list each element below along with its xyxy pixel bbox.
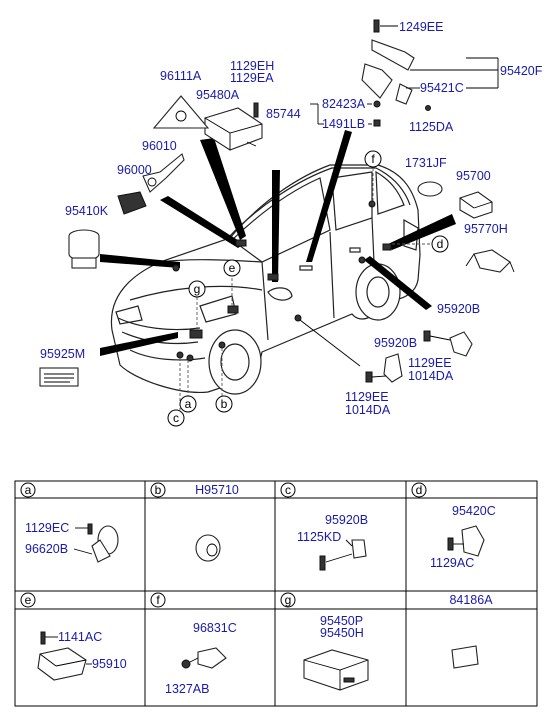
callout-95920B-center: 95920B	[374, 336, 417, 350]
callout-95700: 95700	[456, 169, 491, 183]
cell-a-part-1: 1129EC	[25, 521, 69, 535]
cell-a-part-2: 96620B	[25, 542, 68, 556]
svg-text:c: c	[173, 411, 179, 425]
cell-g-part-1: 95450P	[320, 614, 363, 628]
svg-text:e: e	[229, 261, 236, 275]
circle-letter-b: b	[215, 395, 233, 413]
cell-c-part-2: 1125KD	[297, 530, 341, 544]
key-96010	[142, 153, 185, 193]
svg-text:c: c	[285, 483, 291, 497]
callout-85744: 85744	[266, 107, 301, 121]
svg-text:a: a	[25, 483, 32, 497]
circle-letter-e: e	[223, 259, 241, 277]
table-header-b: b	[150, 482, 166, 498]
callout-1014DA-center: 1014DA	[345, 403, 391, 417]
cell-c-part-1: 95920B	[325, 513, 368, 527]
label-plate-95925M	[39, 367, 79, 387]
cell-f-parts	[181, 647, 227, 669]
callout-1129EE-right: 1129EE	[408, 356, 452, 370]
svg-text:f: f	[371, 152, 375, 166]
callout-1249EE: 1249EE	[399, 20, 443, 34]
callout-1014DA-right: 1014DA	[408, 369, 454, 383]
callout-95770H: 95770H	[464, 222, 508, 236]
callout-1129EE-center: 1129EE	[345, 390, 389, 404]
table-header-g: g	[280, 592, 296, 608]
callout-95421C: 95421C	[420, 81, 464, 95]
circle-letter-g: g	[188, 280, 206, 298]
leader-wedges	[100, 130, 456, 356]
svg-text:e: e	[25, 593, 32, 607]
cell-b-part	[195, 534, 221, 562]
callout-1125DA: 1125DA	[409, 120, 454, 134]
cell-d-part-1: 95420C	[452, 504, 496, 518]
cell-e-part-2: 95910	[92, 657, 127, 671]
module-95700	[459, 191, 493, 219]
vehicle-outline	[110, 164, 421, 395]
cell-f-part-2: 1327AB	[165, 682, 209, 696]
svg-text:g: g	[194, 282, 201, 296]
callout-82423A: 82423A	[322, 97, 366, 111]
svg-text:b: b	[155, 483, 162, 497]
cell-g-part-2: 95450H	[320, 626, 364, 640]
cell-d-part-2: 1129AC	[430, 556, 474, 570]
cell-e-parts	[37, 631, 92, 681]
svg-text:d: d	[437, 237, 444, 251]
sensor-95920B-right	[423, 330, 473, 357]
reference-lines	[179, 168, 432, 410]
circle-letter-a: a	[179, 395, 197, 413]
callout-1129EA: 1129EA	[230, 71, 274, 85]
sensor-95920B-center	[365, 353, 403, 383]
cap-1731JF	[417, 181, 443, 197]
callout-95410K: 95410K	[65, 204, 109, 218]
callout-95420F: 95420F	[500, 64, 543, 78]
callout-1491LB: 1491LB	[322, 117, 365, 131]
table-title-b: H95710	[195, 483, 239, 497]
table-header-d: d	[411, 482, 427, 498]
callout-1731JF: 1731JF	[405, 156, 447, 170]
cell-f-part-1: 96831C	[193, 621, 237, 635]
table-header-f: f	[150, 592, 166, 608]
svg-text:b: b	[221, 397, 228, 411]
module-95480A	[204, 102, 263, 151]
callout-95480A: 95480A	[196, 88, 240, 102]
table-header-a: a	[20, 482, 36, 498]
cell-g-parts	[303, 649, 369, 691]
callout-1129EH: 1129EH	[230, 59, 274, 73]
callout-95920B-right: 95920B	[437, 302, 480, 316]
key-fob-96000	[117, 191, 147, 215]
svg-text:a: a	[185, 397, 192, 411]
svg-text:d: d	[416, 483, 423, 497]
callout-95925M: 95925M	[40, 347, 85, 361]
switch-95410K	[68, 229, 100, 269]
mounted-parts	[172, 200, 392, 362]
warning-label-96111A	[152, 95, 210, 129]
cell-c-parts	[319, 539, 367, 571]
callout-96000: 96000	[117, 163, 152, 177]
cell-a-parts	[73, 523, 119, 563]
bracket-95420F	[361, 19, 499, 111]
callout-96010: 96010	[142, 139, 177, 153]
cell-last-part	[451, 645, 479, 669]
svg-text:g: g	[285, 593, 292, 607]
callout-96111A: 96111A	[160, 69, 202, 83]
circle-letter-c: c	[167, 409, 185, 427]
clip-85744	[310, 100, 381, 127]
cell-d-parts	[447, 525, 485, 557]
svg-text:f: f	[156, 593, 160, 607]
table-title-last: 84186A	[449, 593, 493, 607]
parts-table	[14, 480, 538, 707]
cell-e-part-1: 1141AC	[58, 630, 102, 644]
table-header-c: c	[280, 482, 296, 498]
table-header-e: e	[20, 592, 36, 608]
circle-letter-d: d	[431, 235, 449, 253]
module-95770H	[465, 249, 515, 273]
circle-letter-f: f	[364, 150, 382, 168]
